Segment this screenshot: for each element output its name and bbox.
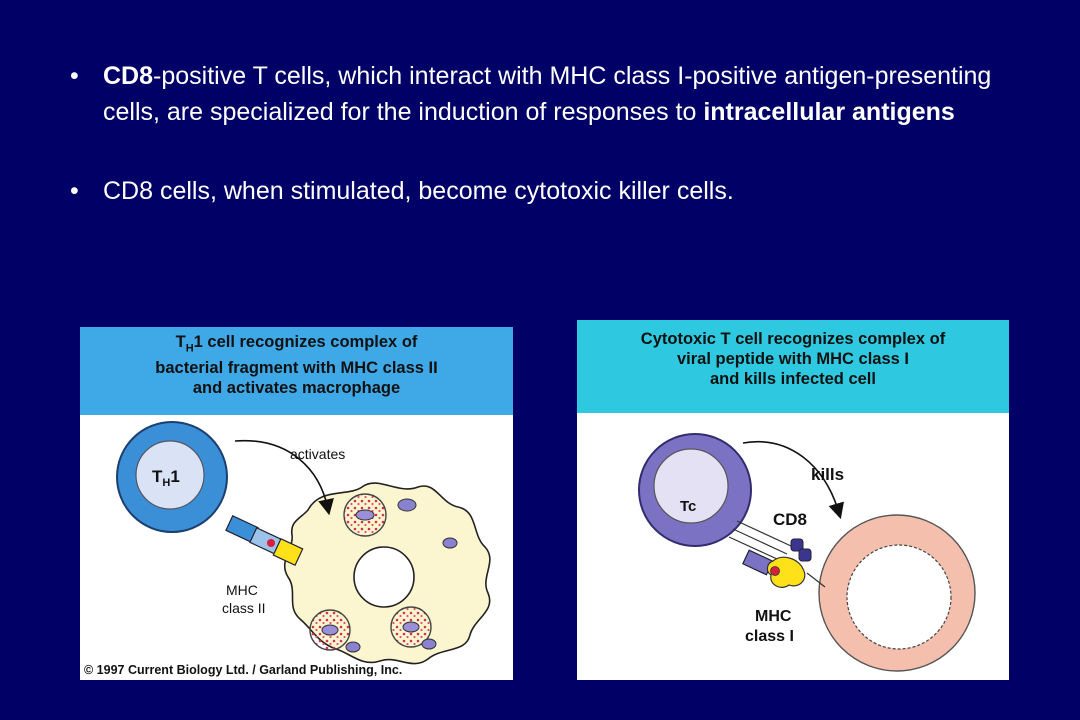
tc-panel-title: Cytotoxic T cell recognizes complex of v… bbox=[577, 320, 1009, 413]
bullet-text: -positive T cells, which interact with M… bbox=[103, 62, 992, 126]
bullet-dot: • bbox=[70, 62, 79, 90]
bullet-text: CD8 cells, when stimulated, become cytot… bbox=[103, 177, 734, 205]
bullet-bold-lead: CD8 bbox=[103, 62, 154, 90]
tc-diagram-panel: Cytotoxic T cell recognizes complex of v… bbox=[577, 320, 1009, 680]
mhc-class-i-label-1: MHC bbox=[755, 608, 792, 625]
tc-title-line-3: and kills infected cell bbox=[710, 370, 876, 388]
tcr-mhc-complex bbox=[225, 515, 304, 567]
th1-panel-title: TH1 cell recognizes complex of bacterial… bbox=[80, 327, 513, 415]
tc-cell-label: Tc bbox=[680, 498, 696, 515]
tc-title-line-1: Cytotoxic T cell recognizes complex of bbox=[640, 330, 946, 348]
th1-title-line-2: bacterial fragment with MHC class II bbox=[155, 359, 438, 378]
th1-cell-label: TH1 bbox=[152, 467, 180, 489]
mhc-class-ii-label-2: class II bbox=[222, 600, 266, 616]
activates-arrow bbox=[234, 439, 334, 516]
infected-cell-nucleus bbox=[846, 544, 952, 650]
bullet-bold-tail: intracellular antigens bbox=[703, 98, 955, 126]
th1-diagram: activates TH1 MHC class II bbox=[116, 421, 491, 665]
th1-title-line-1: TH1 cell recognizes complex of bbox=[175, 333, 418, 355]
kills-label: kills bbox=[811, 465, 844, 484]
bullet-list: • CD8-positive T cells, which interact w… bbox=[70, 58, 1030, 209]
tcr-mhc-class-i-complex bbox=[742, 538, 812, 588]
th1-diagram-panel: TH1 cell recognizes complex of bacterial… bbox=[80, 327, 513, 680]
tc-nucleus bbox=[653, 448, 729, 524]
activates-label: activates bbox=[290, 446, 345, 462]
th1-nucleus bbox=[135, 440, 205, 510]
cd8-coreceptor bbox=[728, 520, 792, 560]
macrophage-granules bbox=[345, 498, 458, 653]
mhc-class-ii-label-1: MHC bbox=[226, 582, 258, 598]
th1-title-line-3: and activates macrophage bbox=[192, 379, 401, 398]
tc-title-line-2: viral peptide with MHC class I bbox=[677, 350, 909, 368]
bacterial-vacuoles bbox=[309, 493, 432, 651]
copyright-notice: © 1997 Current Biology Ltd. / Garland Pu… bbox=[84, 663, 403, 677]
tc-diagram: kills Tc CD8 MHC class I bbox=[638, 433, 976, 672]
bullet-cd8-cytotoxic: • CD8 cells, when stimulated, become cyt… bbox=[70, 173, 1030, 209]
bullet-dot: • bbox=[70, 177, 79, 205]
bullet-cd8-positive: • CD8-positive T cells, which interact w… bbox=[70, 58, 1030, 130]
macrophage-nucleus bbox=[353, 546, 415, 608]
kills-arrow bbox=[742, 440, 844, 520]
cd8-label: CD8 bbox=[773, 510, 807, 529]
mhc-class-i-label-2: class I bbox=[745, 628, 794, 645]
